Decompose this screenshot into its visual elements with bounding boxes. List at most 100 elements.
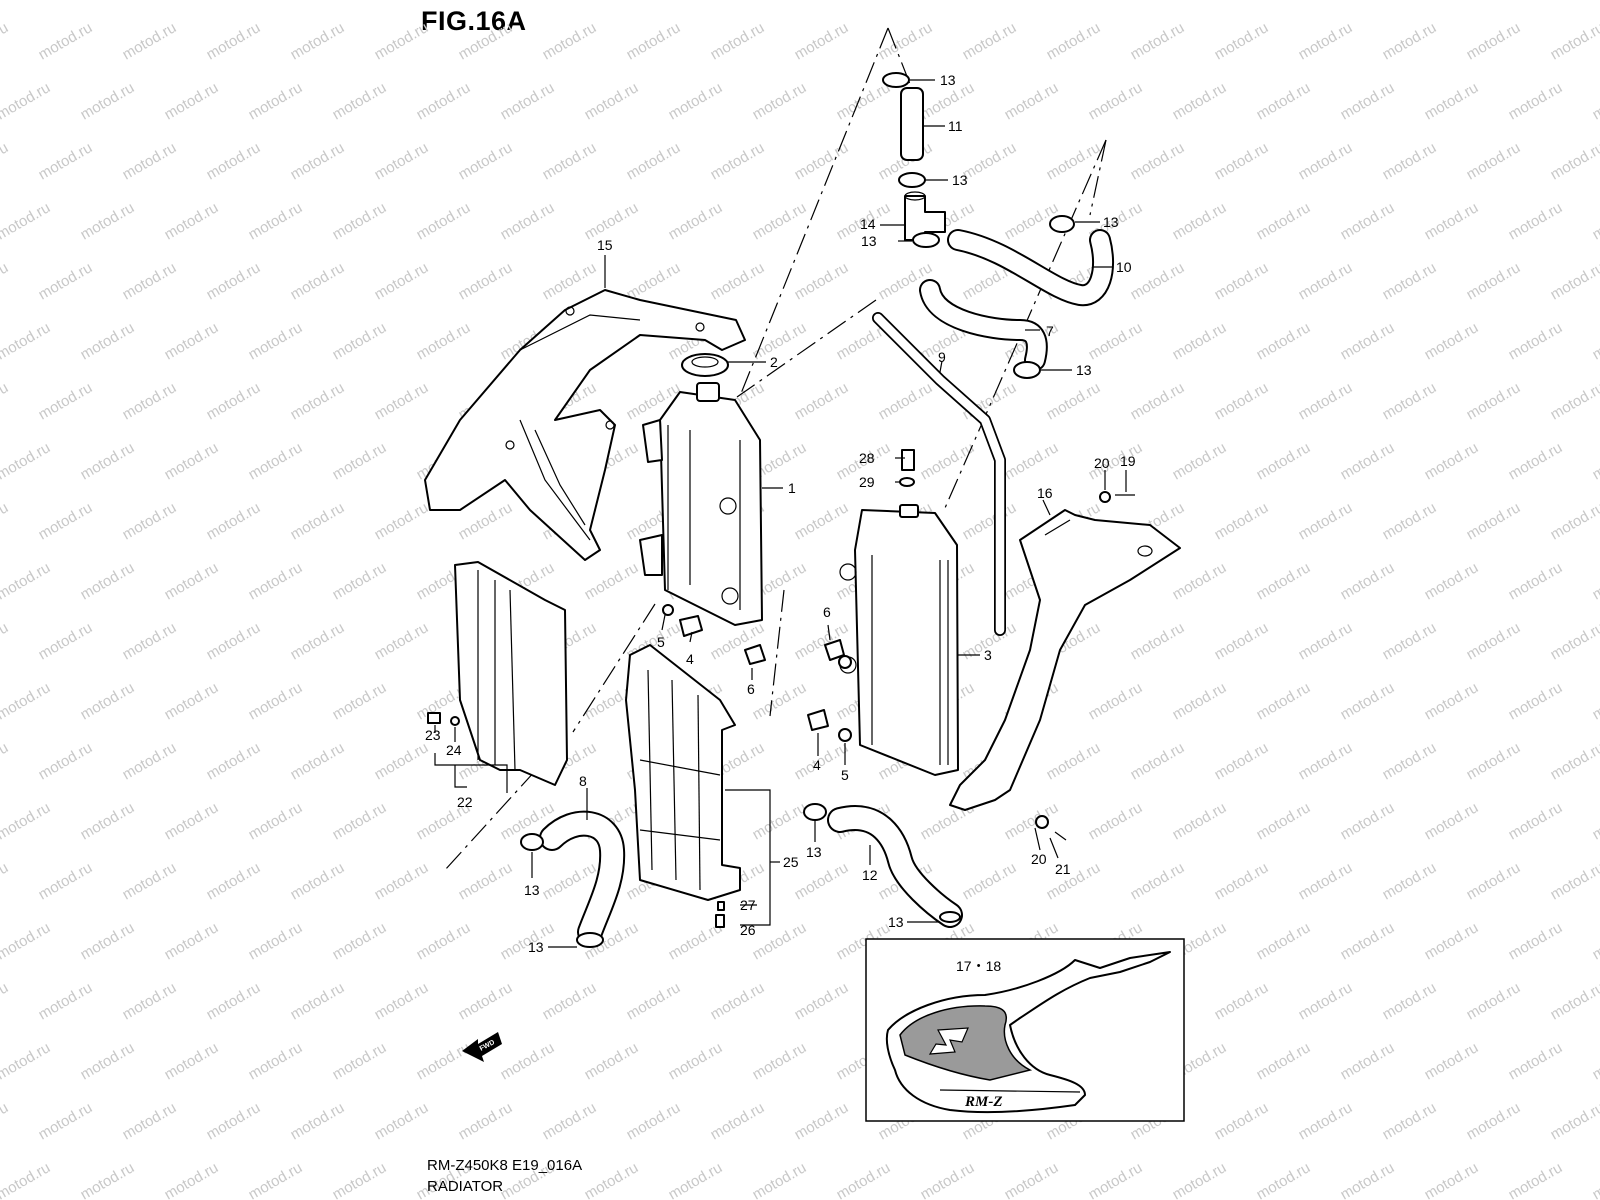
watermark-text: motod.ru xyxy=(330,319,390,363)
watermark-text: motod.ru xyxy=(1170,799,1230,843)
watermark-text: motod.ru xyxy=(1464,979,1524,1023)
watermark-text: motod.ru xyxy=(204,979,264,1023)
watermark-text: motod.ru xyxy=(918,0,978,3)
callout-23: 23 xyxy=(425,727,441,743)
watermark-text: motod.ru xyxy=(1212,619,1272,663)
watermark-text: motod.ru xyxy=(288,259,348,303)
callout-11: 11 xyxy=(948,118,963,134)
watermark-text: motod.ru xyxy=(120,1099,180,1143)
watermark-text: motod.ru xyxy=(246,679,306,723)
watermark-text: motod.ru xyxy=(1380,259,1440,303)
watermark-text: motod.ru xyxy=(1422,1159,1482,1200)
callout-7: 7 xyxy=(1046,323,1054,339)
watermark-text: motod.ru xyxy=(750,199,810,243)
watermark-text: motod.ru xyxy=(792,499,852,543)
watermark-text: motod.ru xyxy=(372,259,432,303)
watermark-text: motod.ru xyxy=(330,0,390,3)
watermark-text: motod.ru xyxy=(78,439,138,483)
watermark-text: motod.ru xyxy=(78,799,138,843)
watermark-text: motod.ru xyxy=(372,1099,432,1143)
watermark-text: motod.ru xyxy=(666,199,726,243)
watermark-text: motod.ru xyxy=(1590,559,1600,603)
watermark-text: motod.ru xyxy=(750,79,810,123)
callout-13: 13 xyxy=(888,914,904,930)
watermark-text: motod.ru xyxy=(36,979,96,1023)
watermark-text: motod.ru xyxy=(0,799,53,843)
watermark-text: motod.ru xyxy=(960,19,1020,63)
watermark-text: motod.ru xyxy=(1548,619,1600,663)
watermark-text: motod.ru xyxy=(1380,739,1440,783)
watermark-text: motod.ru xyxy=(1590,439,1600,483)
watermark-text: motod.ru xyxy=(1086,79,1146,123)
callout-5: 5 xyxy=(841,767,849,783)
left-radiator-louver xyxy=(454,561,568,786)
watermark-text: motod.ru xyxy=(1590,1039,1600,1083)
watermark-text: motod.ru xyxy=(918,439,978,483)
watermark-text: motod.ru xyxy=(0,0,53,3)
watermark-text: motod.ru xyxy=(498,1039,558,1083)
watermark-text: motod.ru xyxy=(1254,919,1314,963)
watermark-text: motod.ru xyxy=(0,739,11,783)
watermark-text: motod.ru xyxy=(0,919,53,963)
watermark-text: motod.ru xyxy=(1254,0,1314,3)
hose-tee-joint xyxy=(904,191,946,241)
watermark-text: motod.ru xyxy=(1170,559,1230,603)
watermark-text: motod.ru xyxy=(1380,859,1440,903)
watermark-text: motod.ru xyxy=(1254,319,1314,363)
watermark-text: motod.ru xyxy=(1506,199,1566,243)
watermark-text: motod.ru xyxy=(582,1159,642,1200)
watermark-text: motod.ru xyxy=(0,1159,53,1200)
watermark-text: motod.ru xyxy=(960,139,1020,183)
watermark-text: motod.ru xyxy=(1380,379,1440,423)
watermark-text: motod.ru xyxy=(1464,859,1524,903)
watermark-text: motod.ru xyxy=(792,1099,852,1143)
watermark-text: motod.ru xyxy=(456,139,516,183)
right-radiator-shroud xyxy=(949,509,1181,811)
watermark-text: motod.ru xyxy=(288,859,348,903)
watermark-text: motod.ru xyxy=(36,379,96,423)
watermark-text: motod.ru xyxy=(1170,679,1230,723)
callout-12: 12 xyxy=(862,867,878,883)
watermark-text: motod.ru xyxy=(1296,139,1356,183)
watermark-text: motod.ru xyxy=(1506,919,1566,963)
watermark-text: motod.ru xyxy=(330,559,390,603)
watermark-text: motod.ru xyxy=(204,1099,264,1143)
watermark-text: motod.ru xyxy=(1464,1099,1524,1143)
watermark-text: motod.ru xyxy=(1548,1099,1600,1143)
callout-13: 13 xyxy=(524,882,540,898)
callout-6: 6 xyxy=(747,681,755,697)
watermark-text: motod.ru xyxy=(1254,439,1314,483)
watermark-text: motod.ru xyxy=(1380,1099,1440,1143)
watermark-text: motod.ru xyxy=(456,19,516,63)
watermark-text: motod.ru xyxy=(288,739,348,783)
watermark-text: motod.ru xyxy=(456,979,516,1023)
callout-3: 3 xyxy=(984,647,992,663)
watermark-text: motod.ru xyxy=(414,79,474,123)
watermark-text: motod.ru xyxy=(456,259,516,303)
watermark-text: motod.ru xyxy=(1170,1159,1230,1200)
watermark-text: motod.ru xyxy=(78,79,138,123)
callout-1: 1 xyxy=(788,480,796,496)
watermark-text: motod.ru xyxy=(0,379,11,423)
watermark-text: motod.ru xyxy=(78,319,138,363)
watermark-text: motod.ru xyxy=(1338,1159,1398,1200)
callout-4: 4 xyxy=(813,757,821,773)
callout-22: 22 xyxy=(457,794,473,810)
watermark-text: motod.ru xyxy=(0,139,11,183)
watermark-text: motod.ru xyxy=(162,439,222,483)
watermark-text: motod.ru xyxy=(246,919,306,963)
watermark-text: motod.ru xyxy=(960,499,1020,543)
watermark-text: motod.ru xyxy=(372,979,432,1023)
watermark-text: motod.ru xyxy=(708,1099,768,1143)
callout-2: 2 xyxy=(770,354,778,370)
watermark-text: motod.ru xyxy=(456,859,516,903)
watermark-text: motod.ru xyxy=(288,499,348,543)
watermark-text: motod.ru xyxy=(36,1099,96,1143)
watermark-text: motod.ru xyxy=(750,319,810,363)
watermark-text: motod.ru xyxy=(120,739,180,783)
watermark-text: motod.ru xyxy=(78,1159,138,1200)
watermark-text: motod.ru xyxy=(1170,199,1230,243)
watermark-text: motod.ru xyxy=(1506,0,1566,3)
watermark-text: motod.ru xyxy=(0,979,11,1023)
